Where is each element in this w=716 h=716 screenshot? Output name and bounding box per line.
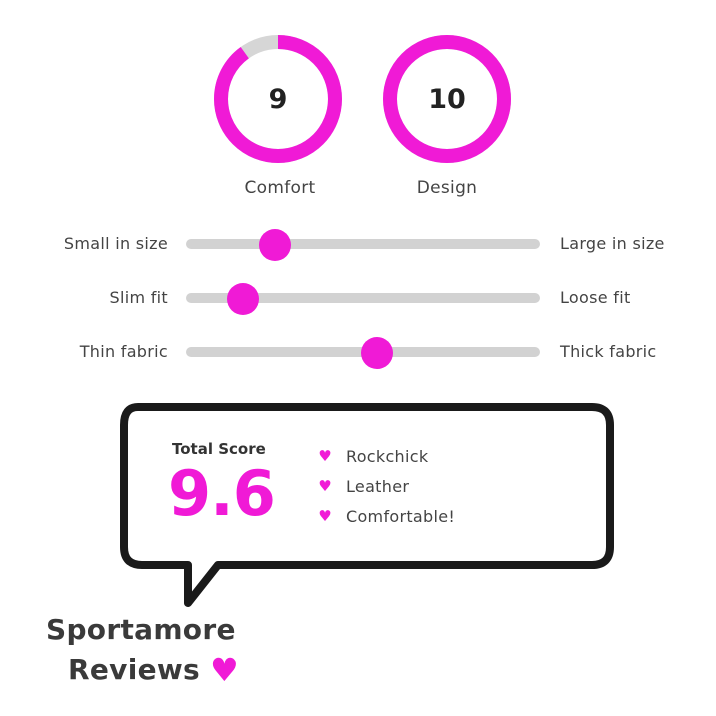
fabric-slider-row: Thin fabric Thick fabric: [0, 332, 716, 372]
total-score-value: 9.6: [168, 457, 276, 530]
size-slider-right-label: Large in size: [560, 234, 665, 253]
fit-slider-thumb[interactable]: [226, 283, 259, 315]
total-score-label: Total Score: [172, 440, 266, 458]
heart-icon: ♥: [318, 506, 332, 525]
fabric-slider-left-label: Thin fabric: [79, 342, 168, 361]
heart-icon: ♥: [210, 651, 240, 689]
fit-slider-right-label: Loose fit: [560, 288, 631, 307]
comfort-ring-graphic: [214, 35, 342, 163]
size-slider-thumb[interactable]: [258, 229, 291, 261]
design-rating-label: Design: [416, 178, 478, 198]
tag-label: Leather: [346, 476, 410, 496]
fit-slider-row: Slim fit Loose fit: [0, 278, 716, 318]
design-ring-graphic: [383, 35, 511, 163]
fabric-slider-track[interactable]: [186, 337, 540, 369]
size-slider-track[interactable]: [186, 229, 540, 261]
fabric-slider-right-label: Thick fabric: [560, 342, 657, 361]
comfort-rating-value: 9: [268, 83, 288, 115]
heart-icon: ♥: [318, 446, 332, 465]
size-slider-row: Small in size Large in size: [0, 224, 716, 264]
fit-slider-left-label: Slim fit: [109, 288, 168, 307]
design-rating-ring: 10: [382, 34, 512, 164]
fit-slider-track[interactable]: [186, 283, 540, 315]
fabric-slider-thumb[interactable]: [361, 337, 394, 369]
design-ring-fill: [383, 35, 511, 163]
review-tags: ♥ Rockchick ♥ Leather ♥ Comfortable!: [316, 441, 455, 531]
tag-label: Comfortable!: [346, 506, 456, 526]
list-item: ♥ Leather: [316, 471, 455, 501]
design-rating-value: 10: [428, 83, 466, 115]
comfort-ring-fill: [214, 35, 342, 163]
tag-label: Rockchick: [346, 446, 429, 466]
list-item: ♥ Comfortable!: [316, 501, 455, 531]
comfort-rating-ring: 9: [213, 34, 343, 164]
heart-icon: ♥: [318, 476, 332, 495]
brand-logo: Sportamore Reviews ♥: [46, 610, 239, 690]
brand-subtitle-row: Reviews ♥: [46, 650, 239, 690]
size-slider-left-label: Small in size: [63, 234, 168, 253]
comfort-rating-label: Comfort: [244, 178, 316, 198]
list-item: ♥ Rockchick: [316, 441, 455, 471]
brand-subtitle: Reviews: [68, 653, 201, 686]
brand-name: Sportamore: [46, 613, 236, 646]
